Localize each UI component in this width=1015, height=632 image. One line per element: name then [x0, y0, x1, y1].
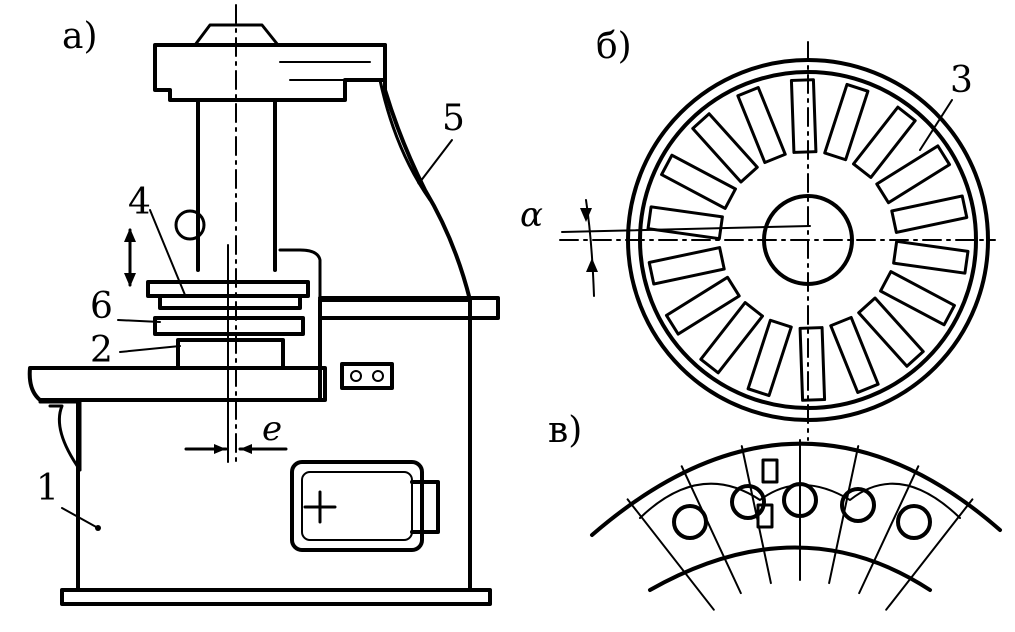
feed-arrow-down [124, 273, 136, 287]
disc-slots [646, 78, 970, 402]
disc-2 [176, 338, 285, 370]
access-door-inner [301, 471, 413, 541]
radial-lines [626, 439, 974, 611]
spindle-head [153, 43, 387, 102]
callout-3: 3 [950, 60, 973, 101]
disc-slot [857, 296, 925, 368]
disc-slot [691, 112, 759, 184]
disc-slot [699, 301, 764, 375]
worktable [27, 366, 327, 402]
arc-path-detail: в) [548, 410, 1002, 611]
column-front [278, 248, 322, 302]
feed-arrow-up [124, 228, 136, 242]
disc-slot [746, 318, 793, 398]
head-cap [193, 23, 280, 47]
disc-slot [798, 326, 827, 402]
callout-4: 4 [128, 182, 151, 223]
flange [318, 296, 500, 320]
angle-arrow-bottom [586, 258, 598, 272]
callout-2: 2 [90, 330, 113, 371]
panel-label-b: б) [596, 26, 632, 67]
loop-5 [896, 504, 932, 540]
radial-line [740, 445, 772, 585]
symbol-alpha: α [520, 195, 543, 235]
leader-5 [419, 139, 453, 183]
column-curve [378, 78, 432, 202]
spindle [196, 98, 277, 272]
callout-1: 1 [36, 468, 59, 509]
disc-slot [892, 239, 970, 275]
machine-side-view: а) 1 2 4 5 6 e [27, 4, 500, 606]
marker-block-top [761, 458, 779, 484]
table-bracket [38, 400, 82, 472]
radial-line [680, 465, 742, 595]
panel-label-a: а) [62, 16, 98, 57]
disc-slot [852, 105, 917, 179]
angle-arrow-top [580, 208, 592, 222]
callout-6: 6 [90, 286, 113, 327]
radial-line [885, 498, 974, 611]
angle-line [561, 225, 811, 233]
disc-slot [660, 153, 737, 210]
arrow-e-left [214, 444, 226, 454]
leader-3 [919, 99, 953, 151]
head-lines [279, 61, 371, 81]
disc-slot [736, 86, 787, 165]
door-cross [303, 490, 337, 524]
door-hinge [410, 480, 440, 534]
leader-1-dot [95, 525, 101, 531]
disc-slot [890, 194, 969, 234]
disc-slot [829, 315, 880, 394]
radial-line [858, 465, 920, 595]
disc-slot [646, 205, 724, 241]
disc-slot [789, 78, 818, 154]
disc-slot [879, 270, 956, 327]
symbol-e: e [262, 409, 282, 449]
callout-5: 5 [442, 98, 465, 139]
name-plate [340, 362, 394, 390]
leader-1 [61, 507, 99, 529]
access-door [290, 460, 424, 552]
leader-2 [119, 345, 181, 353]
disc-spacer [158, 294, 302, 310]
leader-4 [149, 209, 186, 296]
leader-6 [117, 319, 161, 323]
marker-block-bottom [756, 503, 774, 529]
disc-slot [647, 246, 726, 286]
plate-screw-left [350, 370, 362, 382]
loop-2 [730, 484, 766, 520]
arrow-e-right [240, 444, 252, 454]
radial-line [626, 498, 715, 611]
loop-1 [672, 504, 708, 540]
leader-5-dot [417, 179, 423, 185]
disc-slot [823, 82, 870, 162]
loop-4 [840, 487, 876, 523]
base-plate [60, 588, 492, 606]
handwheel [174, 209, 206, 241]
radial-line [828, 445, 860, 585]
outer-arc [590, 441, 1002, 537]
slotted-disc-view: б) 3 α [520, 26, 996, 441]
disc-slot [875, 144, 952, 205]
inner-arc [648, 545, 932, 592]
disc-slot [664, 275, 741, 336]
plate-screw-right [372, 370, 384, 382]
panel-label-c: в) [548, 410, 582, 451]
